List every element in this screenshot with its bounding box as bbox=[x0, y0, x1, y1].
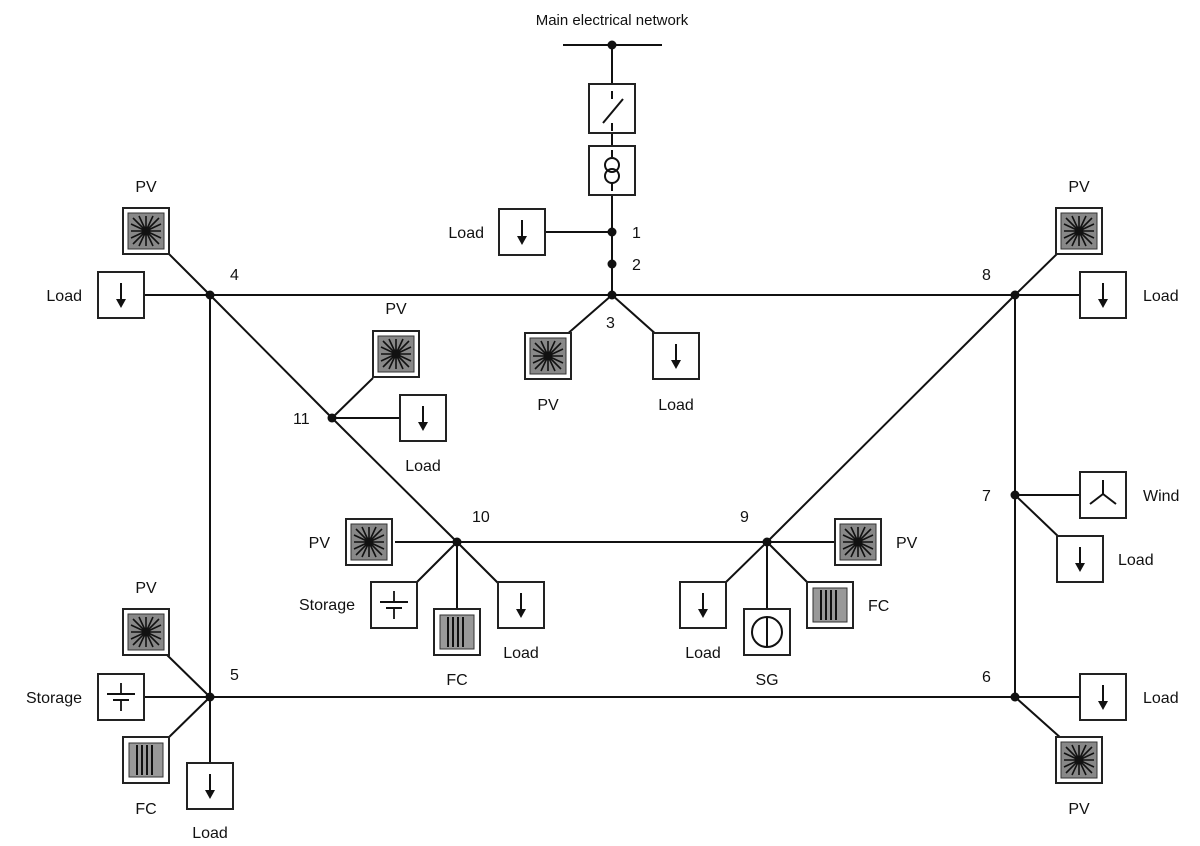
fc-label: FC bbox=[135, 801, 156, 818]
pv-icon bbox=[524, 332, 572, 380]
load-label: Load bbox=[685, 645, 721, 662]
pv-label: PV bbox=[135, 179, 157, 196]
bus-nodes bbox=[205, 227, 1020, 702]
fc-icon bbox=[122, 736, 170, 784]
pv-icon bbox=[122, 608, 170, 656]
pv-label: PV bbox=[1068, 179, 1090, 196]
node-label-1: 1 bbox=[632, 225, 641, 242]
node-10 bbox=[452, 537, 462, 547]
load-label: Load bbox=[448, 225, 484, 242]
load-icon bbox=[399, 394, 447, 442]
sg-icon bbox=[743, 608, 791, 656]
pv-label: PV bbox=[537, 397, 559, 414]
wind-icon bbox=[1079, 471, 1127, 519]
node-label-7: 7 bbox=[982, 488, 991, 505]
bus-node bbox=[607, 40, 617, 50]
pv-label: PV bbox=[896, 535, 918, 552]
load-icon bbox=[498, 208, 546, 256]
pv-icon bbox=[1055, 736, 1103, 784]
load-label: Load bbox=[503, 645, 539, 662]
load-label: Load bbox=[1118, 552, 1154, 569]
node-4 bbox=[205, 290, 215, 300]
pv-label: PV bbox=[309, 535, 331, 552]
pv-label: PV bbox=[1068, 801, 1090, 818]
node-5 bbox=[205, 692, 215, 702]
fc-label: FC bbox=[868, 598, 889, 615]
node-9 bbox=[762, 537, 772, 547]
title: Main electrical network bbox=[536, 12, 689, 29]
node-1 bbox=[607, 227, 617, 237]
pv-label: PV bbox=[135, 580, 157, 597]
load-label: Load bbox=[658, 397, 694, 414]
load-icon bbox=[1079, 673, 1127, 721]
pv-icon bbox=[834, 518, 882, 566]
pv-label: PV bbox=[385, 301, 407, 318]
node-2 bbox=[607, 259, 617, 269]
fc-icon bbox=[433, 608, 481, 656]
node-6 bbox=[1010, 692, 1020, 702]
node-8 bbox=[1010, 290, 1020, 300]
storage-label: Storage bbox=[26, 690, 82, 707]
load-icon bbox=[97, 271, 145, 319]
load-label: Load bbox=[46, 288, 82, 305]
sg-label: SG bbox=[755, 672, 778, 689]
node-label-5: 5 bbox=[230, 667, 239, 684]
node-11 bbox=[327, 413, 337, 423]
node-3 bbox=[607, 290, 617, 300]
pv-icon bbox=[122, 207, 170, 255]
load-icon bbox=[1079, 271, 1127, 319]
pv-icon bbox=[1055, 207, 1103, 255]
node-label-9: 9 bbox=[740, 509, 749, 526]
storage-icon bbox=[97, 673, 145, 721]
switch-icon bbox=[588, 83, 636, 134]
load-icon bbox=[186, 762, 234, 810]
node-label-4: 4 bbox=[230, 267, 239, 284]
fc-icon bbox=[806, 581, 854, 629]
wind-label: Wind bbox=[1143, 488, 1179, 505]
load-icon bbox=[652, 332, 700, 380]
load-label: Load bbox=[192, 825, 228, 842]
load-label: Load bbox=[405, 458, 441, 475]
load-icon bbox=[1056, 535, 1104, 583]
storage-icon bbox=[370, 581, 418, 629]
branch-lines bbox=[145, 231, 1079, 762]
node-label-10: 10 bbox=[472, 509, 490, 526]
node-label-11: 11 bbox=[293, 411, 310, 428]
node-7 bbox=[1010, 490, 1020, 500]
load-label: Load bbox=[1143, 690, 1179, 707]
transformer-icon bbox=[588, 145, 636, 196]
node-label-6: 6 bbox=[982, 669, 991, 686]
pv-icon bbox=[345, 518, 393, 566]
load-label: Load bbox=[1143, 288, 1179, 305]
load-icon bbox=[679, 581, 727, 629]
load-icon bbox=[497, 581, 545, 629]
fc-label: FC bbox=[446, 672, 467, 689]
node-label-2: 2 bbox=[632, 257, 641, 274]
node-label-8: 8 bbox=[982, 267, 991, 284]
storage-label: Storage bbox=[299, 597, 355, 614]
ring-lines bbox=[209, 294, 1016, 698]
pv-icon bbox=[372, 330, 420, 378]
node-label-3: 3 bbox=[606, 315, 615, 332]
